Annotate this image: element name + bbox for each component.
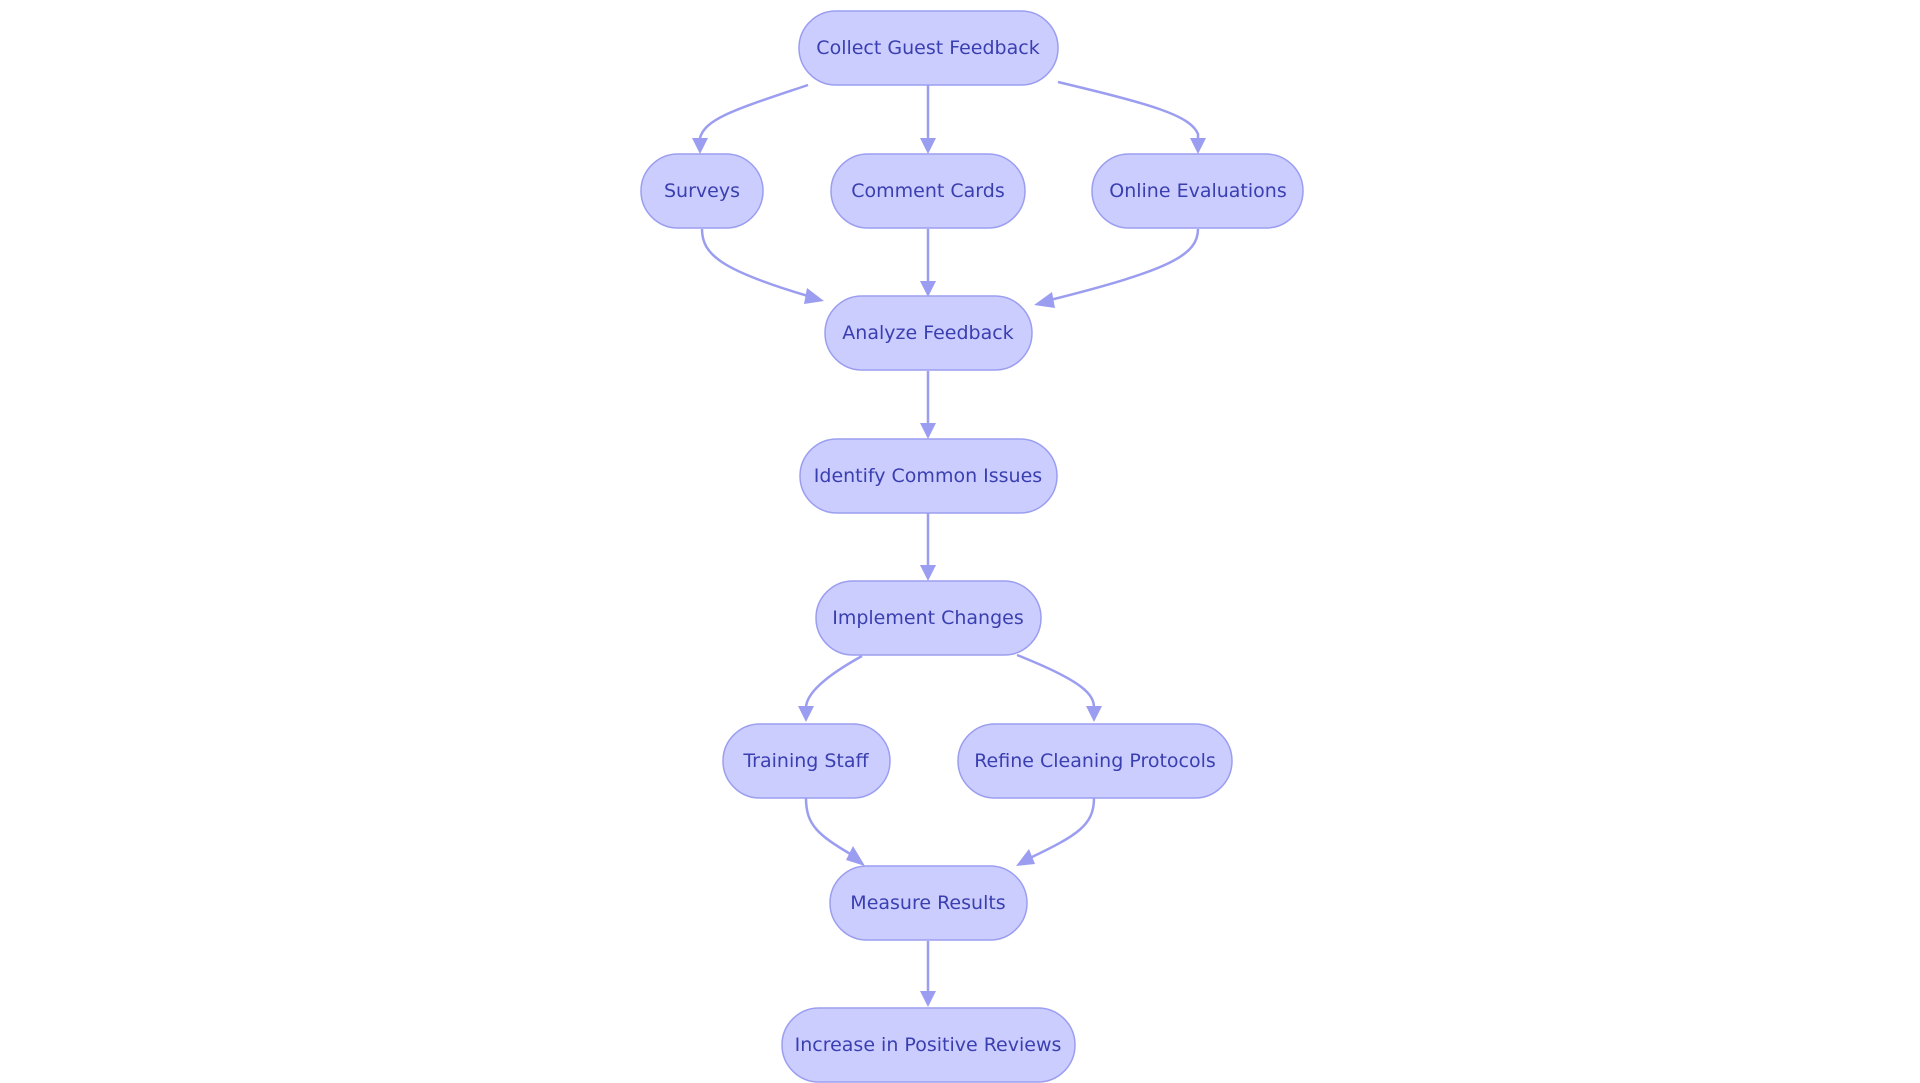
edges <box>692 80 1206 1007</box>
edge-implement-refine <box>1016 653 1096 709</box>
arrow-training-measure <box>846 846 865 866</box>
arrow-refine-measure <box>1016 849 1035 866</box>
arrow-analyze-identify <box>920 423 936 439</box>
node-label: Training Staff <box>742 750 869 772</box>
arrow-implement-refine <box>1086 706 1102 722</box>
node-measure-results[interactable]: Measure Results <box>829 865 1028 941</box>
node-label: Comment Cards <box>851 180 1004 202</box>
node-refine-cleaning-protocols[interactable]: Refine Cleaning Protocols <box>957 723 1233 799</box>
node-label: Analyze Feedback <box>842 322 1013 344</box>
node-label: Increase in Positive Reviews <box>795 1034 1062 1056</box>
arrow-collect-surveys <box>692 138 708 154</box>
node-label: Identify Common Issues <box>814 465 1042 487</box>
node-label: Collect Guest Feedback <box>816 37 1039 59</box>
node-label: Surveys <box>664 180 740 202</box>
node-increase-in-positive-reviews[interactable]: Increase in Positive Reviews <box>781 1007 1076 1083</box>
node-label: Implement Changes <box>832 607 1024 629</box>
node-online-evaluations[interactable]: Online Evaluations <box>1091 153 1304 229</box>
arrow-collect-online <box>1190 138 1206 154</box>
arrow-comment-analyze <box>920 281 936 297</box>
arrow-identify-implement <box>920 565 936 581</box>
node-label: Online Evaluations <box>1109 180 1286 202</box>
arrow-surveys-analyze <box>804 288 824 304</box>
node-label: Measure Results <box>850 892 1005 914</box>
edge-training-measure <box>804 797 853 857</box>
node-comment-cards[interactable]: Comment Cards <box>830 153 1026 229</box>
node-label: Refine Cleaning Protocols <box>974 750 1216 772</box>
node-surveys[interactable]: Surveys <box>640 153 764 229</box>
arrow-implement-training <box>798 706 814 722</box>
node-analyze-feedback[interactable]: Analyze Feedback <box>824 295 1033 371</box>
edge-refine-measure <box>1029 797 1096 860</box>
edge-collect-online <box>1057 80 1200 140</box>
node-training-staff[interactable]: Training Staff <box>722 723 891 799</box>
edge-online-analyze <box>1049 228 1200 302</box>
arrow-measure-increase <box>920 991 936 1007</box>
node-implement-changes[interactable]: Implement Changes <box>815 580 1042 656</box>
edge-implement-training <box>804 654 863 709</box>
edge-surveys-analyze <box>700 228 809 298</box>
node-collect-guest-feedback[interactable]: Collect Guest Feedback <box>798 10 1059 86</box>
arrow-online-analyze <box>1034 292 1055 308</box>
edge-collect-surveys <box>698 83 809 140</box>
nodes: Collect Guest Feedback Surveys Comment C… <box>640 10 1304 1083</box>
arrow-collect-comment <box>920 138 936 154</box>
node-identify-common-issues[interactable]: Identify Common Issues <box>799 438 1058 514</box>
